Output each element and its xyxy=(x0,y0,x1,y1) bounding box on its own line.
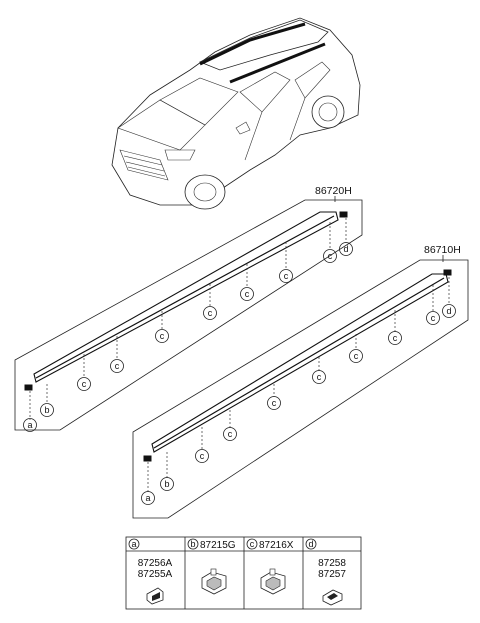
svg-text:c: c xyxy=(431,313,436,323)
svg-text:c: c xyxy=(284,271,289,281)
roof-rail-icon xyxy=(151,273,449,453)
svg-text:c: c xyxy=(317,372,322,382)
svg-text:d: d xyxy=(446,306,451,316)
panel-86720h xyxy=(14,199,363,431)
svg-text:c: c xyxy=(245,289,250,299)
legend-part-a-2: 87255A xyxy=(138,569,173,580)
legend-letter-c: c xyxy=(250,539,255,549)
callouts-upper: a b c c c c c c c d xyxy=(23,218,353,432)
legend-part-b: 87215G xyxy=(200,540,236,551)
svg-text:c: c xyxy=(272,398,277,408)
end-cap-icon xyxy=(322,589,343,606)
legend-letter-a: a xyxy=(131,539,136,549)
svg-text:c: c xyxy=(160,331,165,341)
svg-text:b: b xyxy=(164,479,169,489)
legend-part-a-1: 87256A xyxy=(138,558,173,569)
end-cap-icon xyxy=(146,587,164,605)
part-label-86710h: 86710H xyxy=(424,244,461,256)
panel-86710h xyxy=(132,259,469,519)
part-label-86720h: 86720H xyxy=(315,185,352,197)
legend-part-d-2: 87257 xyxy=(318,569,346,580)
svg-text:b: b xyxy=(44,405,49,415)
svg-text:d: d xyxy=(343,244,348,254)
end-cap-icon xyxy=(339,211,348,218)
legend-table: a 87256A 87255A b 87215G c 87216X d 8725… xyxy=(125,536,362,610)
svg-text:c: c xyxy=(82,379,87,389)
clip-icon xyxy=(201,568,227,595)
svg-text:c: c xyxy=(228,429,233,439)
end-cap-icon xyxy=(443,269,452,276)
svg-text:a: a xyxy=(145,493,150,503)
svg-text:c: c xyxy=(208,308,213,318)
callouts-lower: a b c c c c c c c d xyxy=(141,277,456,505)
svg-text:c: c xyxy=(393,333,398,343)
legend-letter-b: b xyxy=(190,539,195,549)
svg-text:c: c xyxy=(115,361,120,371)
svg-text:c: c xyxy=(200,451,205,461)
roof-rail-icon xyxy=(33,211,339,383)
end-cap-icon xyxy=(143,455,152,462)
svg-text:a: a xyxy=(27,420,32,430)
legend-part-c: 87216X xyxy=(259,540,294,551)
vehicle-illustration-icon xyxy=(111,17,361,210)
end-cap-icon xyxy=(24,384,33,391)
svg-text:c: c xyxy=(328,251,333,261)
legend-part-d-1: 87258 xyxy=(318,558,346,569)
svg-text:c: c xyxy=(354,351,359,361)
clip-icon xyxy=(260,568,286,595)
legend-letter-d: d xyxy=(308,539,313,549)
